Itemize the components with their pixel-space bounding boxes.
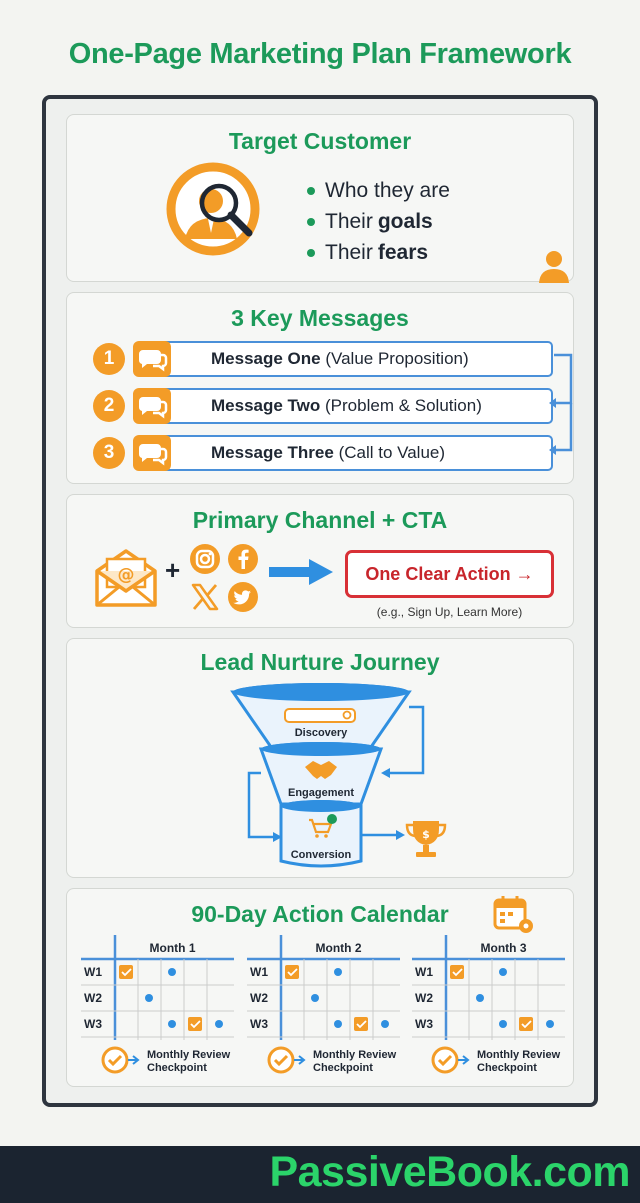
message-box-3: Message Three (Call to Value) bbox=[159, 435, 553, 471]
week-label: W1 bbox=[415, 965, 433, 979]
week-label: W3 bbox=[84, 1017, 102, 1031]
review-label: Monthly Review Checkpoint bbox=[477, 1049, 561, 1074]
month-3-name: Month 3 bbox=[480, 941, 527, 955]
twitter-icon bbox=[228, 582, 258, 612]
x-icon bbox=[191, 583, 219, 611]
month-2-name: Month 2 bbox=[315, 941, 362, 955]
calendar-title: 90-Day Action Calendar bbox=[191, 901, 449, 927]
chat-icon bbox=[133, 435, 171, 471]
stage-conversion: Conversion bbox=[290, 849, 352, 861]
review-label: Monthly Review Checkpoint bbox=[313, 1049, 397, 1074]
week-label: W2 bbox=[250, 991, 268, 1005]
review-check-icon bbox=[431, 1046, 470, 1074]
plus-sign: + bbox=[165, 555, 181, 585]
review-check-icon bbox=[101, 1046, 140, 1074]
stage-engagement: Engagement bbox=[287, 787, 354, 799]
page-title: One-Page Marketing Plan Framework bbox=[68, 38, 572, 70]
svg-text:@: @ bbox=[118, 565, 135, 585]
svg-text:$: $ bbox=[422, 828, 430, 841]
facebook-icon bbox=[228, 544, 258, 574]
email-icon: @ bbox=[95, 549, 157, 607]
instagram-icon bbox=[190, 544, 220, 574]
nurture-panel: Lead Nurture Journey bbox=[66, 638, 574, 878]
calendar-panel: 90-Day Action Calendar Month 1 bbox=[66, 888, 574, 1087]
review-label: Monthly Review Checkpoint bbox=[147, 1049, 231, 1074]
message-box-1: Message One (Value Proposition) bbox=[159, 341, 553, 377]
cta-note: (e.g., Sign Up, Learn More) bbox=[376, 605, 523, 619]
month-3-grid: Month 3 W1 W2 W3 bbox=[412, 935, 565, 1040]
brand-link[interactable]: PassiveBook.com bbox=[269, 1148, 630, 1196]
message-row-3: 3 Message Three (Call to Value) bbox=[93, 435, 553, 471]
message-number-2: 2 bbox=[93, 390, 125, 422]
customer-search-icon bbox=[166, 162, 260, 256]
week-label: W2 bbox=[415, 991, 433, 1005]
arrow-right-icon bbox=[269, 559, 333, 585]
message-number-1: 1 bbox=[93, 343, 125, 375]
calendar-gear-icon bbox=[493, 896, 533, 933]
stage-discovery: Discovery bbox=[294, 727, 348, 739]
key-messages-panel: 3 Key Messages 1 Message One (Value Prop… bbox=[66, 292, 574, 484]
message-flow-arrows bbox=[549, 353, 573, 455]
funnel-diagram: $ bbox=[230, 683, 447, 868]
target-customer-title: Target Customer bbox=[228, 128, 412, 154]
month-2-grid: Month 2 W1 W2 W3 bbox=[247, 935, 400, 1040]
message-row-1: 1 Message One (Value Proposition) bbox=[93, 341, 553, 377]
week-label: W2 bbox=[84, 991, 102, 1005]
week-label: W3 bbox=[415, 1017, 433, 1031]
message-box-2: Message Two (Problem & Solution) bbox=[159, 388, 553, 424]
week-label: W1 bbox=[84, 965, 102, 979]
message-number-3: 3 bbox=[93, 437, 125, 469]
chat-icon bbox=[133, 341, 171, 377]
month-1-name: Month 1 bbox=[149, 941, 196, 955]
bullet-who: Who they are bbox=[307, 175, 450, 206]
message-row-2: 2 Message Two (Problem & Solution) bbox=[93, 388, 553, 424]
channel-title: Primary Channel + CTA bbox=[192, 507, 448, 533]
channel-panel: Primary Channel + CTA @ + bbox=[66, 494, 574, 628]
review-check-icon bbox=[267, 1046, 306, 1074]
trophy-icon bbox=[67, 639, 68, 640]
month-1-grid: Month 1 W1 W2 W3 bbox=[81, 935, 234, 1040]
person-icon bbox=[539, 251, 569, 283]
chat-icon bbox=[133, 388, 171, 424]
key-messages-title: 3 Key Messages bbox=[231, 305, 409, 331]
one-clear-action-button[interactable]: One Clear Action → bbox=[345, 550, 554, 598]
week-label: W1 bbox=[250, 965, 268, 979]
footer-bar: PassiveBook.com bbox=[0, 1146, 640, 1203]
week-label: W3 bbox=[250, 1017, 268, 1031]
nurture-title: Lead Nurture Journey bbox=[200, 649, 440, 675]
